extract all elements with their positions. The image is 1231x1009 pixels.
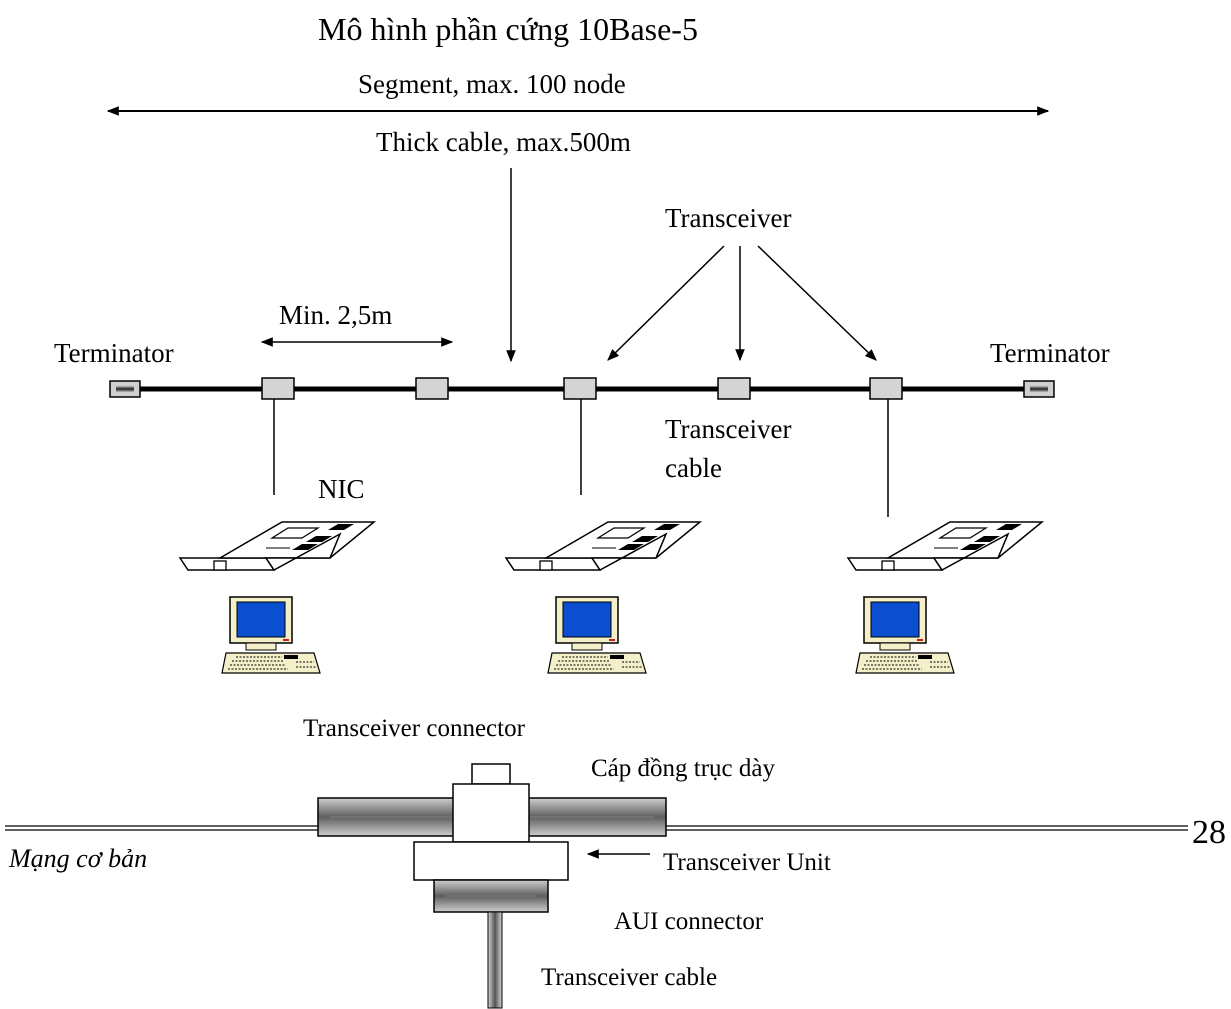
nic-label: NIC (318, 474, 365, 504)
nic-card-icon (847, 521, 1043, 571)
transceiver-cable-detail-label: Transceiver cable (541, 964, 718, 991)
transceiver-cable-icon (487, 911, 503, 1009)
transceiver-arrow-3 (757, 245, 877, 361)
page-number: 28 (1192, 814, 1226, 851)
aui-connector-icon (433, 879, 549, 913)
transceiver-cable-label-line2: cable (665, 453, 722, 483)
nic-card-icon (505, 521, 701, 571)
transceiver-icon (415, 377, 449, 400)
transceiver-icon (563, 377, 597, 400)
transceiver-cable-label-line1: Transceiver (665, 414, 792, 444)
transceiver-housing-icon (452, 783, 530, 843)
terminator-icon (1023, 380, 1055, 398)
computer-icon (221, 596, 321, 674)
transceiver-unit-label: Transceiver Unit (663, 849, 831, 876)
aui-connector-label: AUI connector (614, 908, 764, 935)
terminator-icon (109, 380, 141, 398)
segment-label: Segment, max. 100 node (358, 69, 626, 99)
terminator-left-label: Terminator (54, 338, 174, 368)
thick-cable-label: Thick cable, max.500m (376, 127, 631, 157)
coax-label: Cáp đồng trục dày (591, 755, 775, 782)
diagram-title: Mô hình phần cứng 10Base-5 (318, 11, 698, 47)
transceiver-unit-icon (413, 841, 569, 881)
computer-icon (855, 596, 955, 674)
transceiver-arrow-1 (607, 245, 725, 361)
computer-icon (547, 596, 647, 674)
transceiver-connector-icon (471, 763, 511, 785)
nic-card-icon (179, 521, 375, 571)
transceiver-label: Transceiver (665, 203, 792, 233)
min-distance-label: Min. 2,5m (279, 300, 393, 330)
footer-text: Mạng cơ bản (9, 844, 148, 873)
transceiver-icon (869, 377, 903, 400)
transceiver-connector-label: Transceiver connector (303, 715, 525, 742)
transceiver-icon (717, 377, 751, 400)
terminator-right-label: Terminator (990, 338, 1110, 368)
transceiver-icon (261, 377, 295, 400)
